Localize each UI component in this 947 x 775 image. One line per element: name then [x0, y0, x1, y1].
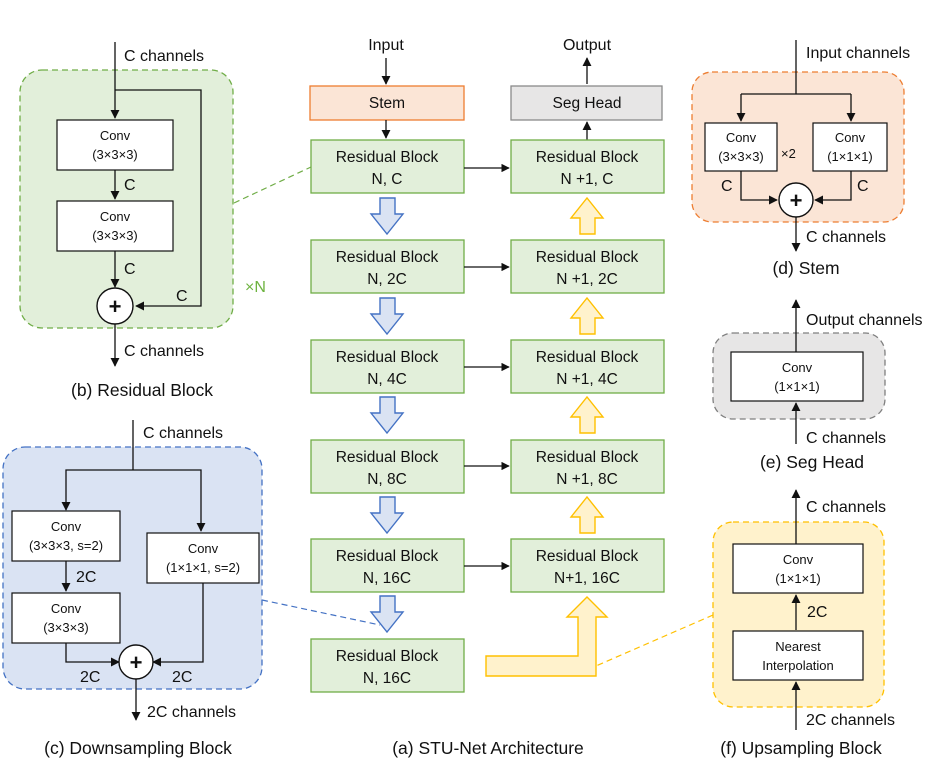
residual-in-label: C channels	[124, 48, 204, 65]
residual-repeat: ×N	[245, 279, 266, 296]
residual-conv1-spec: (3×3×3)	[92, 147, 138, 162]
up-conv-title: Conv	[783, 552, 814, 567]
encoder-block-2: Residual Block N, 2C	[310, 239, 465, 294]
stem-times: ×2	[781, 146, 796, 161]
residual-caption: (b) Residual Block	[71, 380, 213, 400]
stem-right: C	[857, 178, 869, 195]
encoder-block-1: Residual Block N, C	[310, 139, 465, 194]
block-title: Residual Block	[536, 548, 639, 565]
block-title: Residual Block	[536, 249, 639, 266]
down-mid: 2C	[76, 569, 96, 586]
seghead-label: Seg Head	[553, 95, 622, 112]
encoder-block-4: Residual Block N, 8C	[310, 439, 465, 494]
plus-icon: +	[790, 188, 803, 213]
block-params: N +1, C	[561, 171, 614, 188]
block-params: N, C	[372, 171, 403, 188]
seghead-conv-title: Conv	[782, 360, 813, 375]
seghead-caption: (e) Seg Head	[760, 452, 864, 472]
output-label: Output	[563, 37, 612, 54]
seghead-in-label: C channels	[806, 430, 886, 447]
encoder-block-5: Residual Block N, 16C	[310, 538, 465, 593]
stem-caption: (d) Stem	[772, 258, 839, 278]
seghead-panel: Output channels Conv (1×1×1) C channels …	[712, 299, 923, 472]
seghead-box	[510, 85, 663, 121]
block-title: Residual Block	[536, 349, 639, 366]
stem-conv2-spec: (1×1×1)	[827, 149, 873, 164]
stem-in-label: Input channels	[806, 45, 910, 62]
up-mid: 2C	[807, 604, 827, 621]
up-interp-line1: Nearest	[775, 639, 821, 654]
plus-icon: +	[130, 650, 143, 675]
block-title: Residual Block	[536, 449, 639, 466]
down-in-label: C channels	[143, 425, 223, 442]
residual-conv2-title: Conv	[100, 209, 131, 224]
block-params: N, 16C	[363, 670, 411, 687]
stem-out-label: C channels	[806, 229, 886, 246]
residual-block-panel: C channels Conv (3×3×3) C Conv (3×3×3) C…	[19, 42, 312, 400]
block-title: Residual Block	[336, 449, 439, 466]
residual-c3: C	[176, 288, 188, 305]
main-architecture: Input Stem Output Seg Head Residual Bloc…	[309, 37, 665, 758]
up-interp-line2: Interpolation	[762, 658, 834, 673]
seghead-out-label: Output channels	[806, 312, 923, 329]
stem-panel: Input channels Conv (3×3×3) ×2 Conv (1×1…	[691, 40, 910, 278]
block-title: Residual Block	[536, 149, 639, 166]
decoder-block-5: Residual Block N+1, 16C	[510, 538, 665, 593]
downsampling-arrows	[369, 197, 405, 634]
block-params: N +1, 2C	[556, 271, 618, 288]
down-caption: (c) Downsampling Block	[44, 738, 232, 758]
up-in-label: 2C channels	[806, 712, 895, 729]
block-params: N, 8C	[367, 471, 407, 488]
block-params: N, 2C	[367, 271, 407, 288]
down-left: 2C	[80, 669, 100, 686]
down-conv2-title: Conv	[51, 601, 82, 616]
decoder-block-3: Residual Block N +1, 4C	[510, 339, 665, 394]
main-caption: (a) STU-Net Architecture	[392, 738, 584, 758]
plus-icon: +	[109, 294, 122, 319]
stem-conv1-spec: (3×3×3)	[718, 149, 764, 164]
down-conv3-title: Conv	[188, 541, 219, 556]
block-params: N +1, 8C	[556, 471, 618, 488]
seghead-conv-spec: (1×1×1)	[774, 379, 820, 394]
residual-conv2-spec: (3×3×3)	[92, 228, 138, 243]
stem-box	[309, 85, 465, 121]
residual-c1: C	[124, 177, 136, 194]
block-title: Residual Block	[336, 349, 439, 366]
down-conv3-spec: (1×1×1, s=2)	[166, 560, 240, 575]
stem-label: Stem	[369, 95, 405, 112]
down-conv2-spec: (3×3×3)	[43, 620, 89, 635]
stem-conv1-title: Conv	[726, 130, 757, 145]
up-out-label: C channels	[806, 499, 886, 516]
block-params: N+1, 16C	[554, 570, 620, 587]
down-right: 2C	[172, 669, 192, 686]
stem-conv2-title: Conv	[835, 130, 866, 145]
encoder-block-3: Residual Block N, 4C	[310, 339, 465, 394]
down-conv1-spec: (3×3×3, s=2)	[29, 538, 103, 553]
block-title: Residual Block	[336, 548, 439, 565]
residual-c2: C	[124, 261, 136, 278]
input-label: Input	[368, 37, 404, 54]
decoder-block-1: Residual Block N +1, C	[510, 139, 665, 194]
downsampling-block-panel: C channels Conv (3×3×3, s=2) 2C Conv (3×…	[2, 420, 381, 758]
block-title: Residual Block	[336, 648, 439, 665]
encoder-block-6: Residual Block N, 16C	[310, 638, 465, 693]
skip-connections	[464, 163, 510, 571]
upsampling-arrows	[485, 196, 609, 677]
residual-conv1-title: Conv	[100, 128, 131, 143]
upsampling-block-panel: C channels Conv (1×1×1) 2C Nearest Inter…	[595, 489, 895, 758]
residual-out-label: C channels	[124, 343, 204, 360]
block-params: N +1, 4C	[556, 371, 618, 388]
block-title: Residual Block	[336, 249, 439, 266]
down-conv1-title: Conv	[51, 519, 82, 534]
up-caption: (f) Upsampling Block	[720, 738, 882, 758]
up-conv-spec: (1×1×1)	[775, 571, 821, 586]
block-params: N, 4C	[367, 371, 407, 388]
block-params: N, 16C	[363, 570, 411, 587]
block-title: Residual Block	[336, 149, 439, 166]
stem-left: C	[721, 178, 733, 195]
down-out-label: 2C channels	[147, 704, 236, 721]
decoder-block-2: Residual Block N +1, 2C	[510, 239, 665, 294]
decoder-block-4: Residual Block N +1, 8C	[510, 439, 665, 494]
